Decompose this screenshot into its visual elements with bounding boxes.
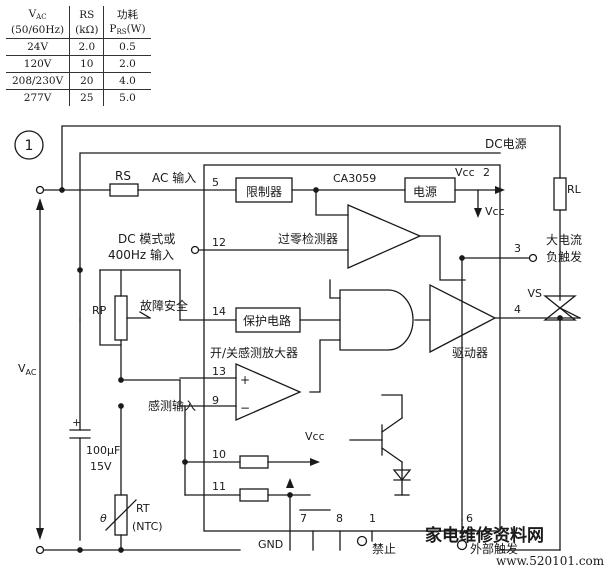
spec-table: VAC RS 功耗 (50/60Hz) (kΩ) PRS(W) 24V 2.0 …: [6, 6, 151, 106]
dc-mode-label-1: DC 模式或: [118, 232, 175, 246]
cell-power: 4.0: [103, 72, 151, 90]
and-gate: [339, 289, 414, 351]
watermark-url: www.520101.com: [496, 554, 605, 568]
pin-12: 12: [212, 236, 226, 249]
sense-amp-plus: +: [240, 373, 250, 387]
pin-9: 9: [212, 394, 219, 407]
vac-label: VAC: [18, 362, 37, 377]
header-vac-freq: (50/60Hz): [6, 22, 70, 39]
driver-amp: [429, 283, 497, 354]
dc-mode-terminal: [190, 245, 200, 255]
cell-power: 5.0: [103, 89, 151, 106]
triac-vs: [543, 295, 577, 309]
pin-13: 13: [212, 365, 226, 378]
ac-input-label: AC 输入: [152, 170, 196, 185]
sense-input-label: 感测输入: [148, 398, 196, 413]
table-row: 24V 2.0 0.5: [6, 38, 151, 56]
cell-vac: 120V: [6, 55, 70, 73]
cell-rs: 25: [69, 89, 104, 106]
rs-label: RS: [115, 169, 131, 183]
cap-voltage: 15V: [90, 460, 112, 473]
zero-detector-label: 过零检测器: [278, 231, 338, 246]
gnd-label: GND: [258, 538, 283, 551]
pin-2: 2: [483, 166, 490, 179]
cell-power: 2.0: [103, 55, 151, 73]
inhibit-terminal: [356, 535, 368, 547]
ext-trigger-terminal: [456, 539, 468, 551]
cell-rs: 10: [69, 55, 104, 73]
rt-label: RT: [136, 502, 150, 515]
rt-ntc-label: (NTC): [132, 520, 163, 533]
sense-amplifier: [235, 363, 302, 421]
pin-3: 3: [514, 242, 521, 255]
theta-symbol: θ: [100, 512, 107, 525]
ac-input-terminal: [35, 185, 45, 195]
header-power: 功耗: [103, 6, 151, 22]
vcc-arrow-label: Vcc: [485, 205, 505, 218]
chip-name: CA3059: [333, 172, 376, 185]
pin-7: 7: [300, 512, 307, 525]
rl-label: RL: [567, 183, 582, 196]
ac-return-terminal: [35, 545, 45, 555]
pin-6: 6: [466, 512, 473, 525]
cell-power: 0.5: [103, 38, 151, 56]
watermark-main: 家电维修资料网: [425, 525, 544, 546]
cell-rs: 2.0: [69, 38, 104, 56]
cap-value: 100μF: [86, 444, 120, 457]
ic-boundary: [203, 164, 501, 532]
pin-1: 1: [369, 512, 376, 525]
pin-4: 4: [514, 303, 521, 316]
figure-number: 1: [25, 138, 34, 154]
dc-supply-label: DC电源: [485, 137, 527, 151]
high-current-label-2: 负触发: [546, 249, 582, 264]
cell-vac: 208/230V: [6, 72, 70, 90]
pin3-terminal: [528, 253, 538, 263]
cap-plus: +: [72, 416, 81, 429]
sense-amp-minus: −: [240, 401, 250, 415]
table-row: 208/230V 20 4.0: [6, 72, 151, 90]
vcc-top: Vcc: [455, 166, 475, 179]
ext-trigger-label: 外部触发: [470, 541, 518, 556]
pin-14: 14: [212, 305, 226, 318]
dc-supply-rail: [61, 125, 561, 191]
watermark: 家电维修资料网 www.520101.com: [425, 525, 605, 568]
header-vac: VAC: [28, 8, 47, 21]
table-row: 277V 25 5.0: [6, 89, 151, 106]
table-row: 120V 10 2.0: [6, 55, 151, 73]
pin-11: 11: [212, 480, 226, 493]
vcc-pin10: Vcc: [305, 430, 325, 443]
cell-vac: 277V: [6, 89, 70, 106]
header-rs: RS: [69, 6, 104, 22]
high-current-label-1: 大电流: [546, 233, 582, 247]
vs-label: VS: [527, 287, 542, 300]
power-label: 电源: [413, 185, 437, 199]
pin-8: 8: [336, 512, 343, 525]
load-resistor-rl: [553, 177, 567, 211]
driver-label: 驱动器: [452, 346, 488, 360]
cell-vac: 24V: [6, 38, 70, 56]
gnd-rail-top: [79, 152, 501, 271]
pin-5: 5: [212, 176, 219, 189]
pin-10: 10: [212, 448, 226, 461]
pot-rp: [114, 295, 128, 341]
limiter-label: 限制器: [246, 185, 282, 199]
protect-label: 保护电路: [243, 313, 291, 328]
header-power-unit: PRS(W): [103, 22, 151, 39]
dc-mode-label-2: 400Hz 输入: [108, 247, 174, 262]
sense-amp-label: 开/关感测放大器: [210, 345, 298, 360]
figure-number-circle: [14, 130, 44, 160]
resistor-rs: [109, 183, 139, 197]
zero-detector: [347, 204, 422, 270]
rp-label: RP: [92, 304, 107, 317]
cell-rs: 20: [69, 72, 104, 90]
inhibit-label: 禁止: [372, 542, 396, 556]
fail-safe-label: 故障安全: [140, 298, 188, 313]
